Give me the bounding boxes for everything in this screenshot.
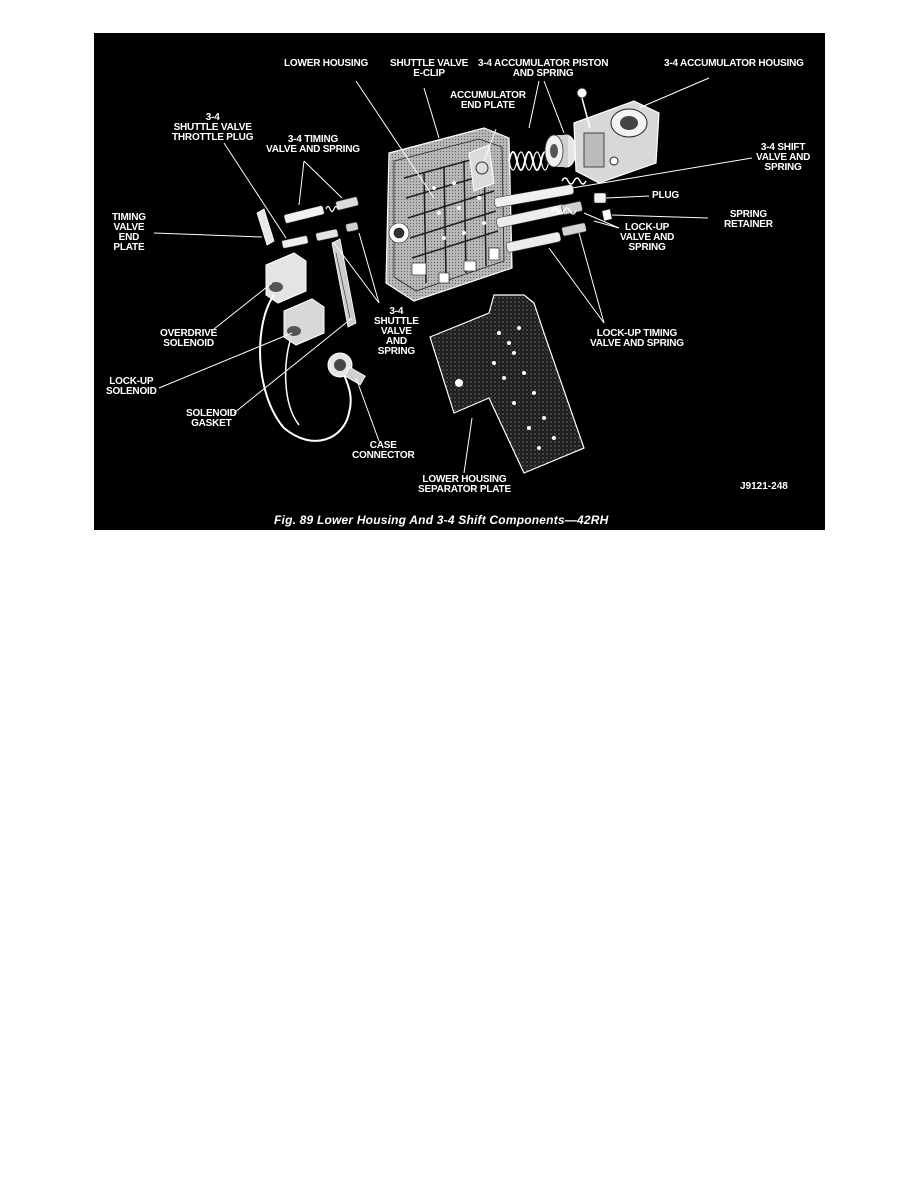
label-lower-housing: LOWER HOUSING xyxy=(284,58,369,69)
accumulator-spring-part xyxy=(508,151,550,171)
solenoid-wire-harness xyxy=(259,294,352,442)
leader-lines xyxy=(153,77,753,474)
label-case-connector: CASE CONNECTOR xyxy=(352,440,415,461)
shift-valve-part xyxy=(493,177,587,208)
label-lockup-valve-spring: LOCK-UP VALVE AND SPRING xyxy=(620,222,675,253)
label-plug: PLUG xyxy=(652,190,679,201)
lockup-timing-valve-part xyxy=(505,222,587,253)
label-accumulator-end-plate: ACCUMULATOR END PLATE xyxy=(450,90,526,111)
label-accumulator-piston-spring: 3-4 ACCUMULATOR PISTON AND SPRING xyxy=(478,58,609,79)
exploded-diagram-figure: LOWER HOUSING SHUTTLE VALVE E-CLIP 3-4 A… xyxy=(94,33,825,530)
figure-caption: Fig. 89 Lower Housing And 3-4 Shift Comp… xyxy=(274,513,609,527)
spring-retainer-part xyxy=(601,208,613,222)
label-shift-valve-spring: 3-4 SHIFT VALVE AND SPRING xyxy=(756,142,811,173)
label-overdrive-solenoid: OVERDRIVE SOLENOID xyxy=(160,328,218,349)
lockup-valve-part xyxy=(495,201,583,228)
plug-part xyxy=(593,192,607,204)
label-shuttle-valve-throttle-plug: 3-4 SHUTTLE VALVE THROTTLE PLUG xyxy=(172,112,254,143)
timing-valve-part xyxy=(283,196,359,224)
label-shuttle-valve-spring: 3-4 SHUTTLE VALVE AND SPRING xyxy=(374,306,419,357)
label-lockup-solenoid: LOCK-UP SOLENOID xyxy=(106,376,157,397)
label-timing-valve-end-plate: TIMING VALVE END PLATE xyxy=(112,212,146,253)
accumulator-end-plate-part xyxy=(468,144,495,192)
accumulator-piston-part xyxy=(544,134,577,168)
accumulator-housing-part xyxy=(573,87,660,184)
shuttle-valve-part xyxy=(281,221,359,249)
label-shuttle-valve-eclip: SHUTTLE VALVE E-CLIP xyxy=(390,58,469,79)
solenoid-gasket-part xyxy=(331,238,357,328)
label-spring-retainer: SPRING RETAINER xyxy=(724,209,773,230)
lockup-solenoid-part xyxy=(283,298,325,346)
diagram-illustration xyxy=(153,77,753,474)
overdrive-solenoid-part xyxy=(265,252,307,304)
label-solenoid-gasket: SOLENOID GASKET xyxy=(186,408,237,429)
case-connector-part xyxy=(327,352,366,386)
separator-plate-part xyxy=(429,294,585,474)
timing-valve-end-plate-part xyxy=(256,208,275,246)
label-lockup-timing-valve-spring: LOCK-UP TIMING VALVE AND SPRING xyxy=(590,328,684,349)
figure-id: J9121-248 xyxy=(740,481,788,492)
label-timing-valve-spring: 3-4 TIMING VALVE AND SPRING xyxy=(266,134,360,155)
label-accumulator-housing: 3-4 ACCUMULATOR HOUSING xyxy=(664,58,804,69)
label-separator-plate: LOWER HOUSING SEPARATOR PLATE xyxy=(418,474,511,495)
